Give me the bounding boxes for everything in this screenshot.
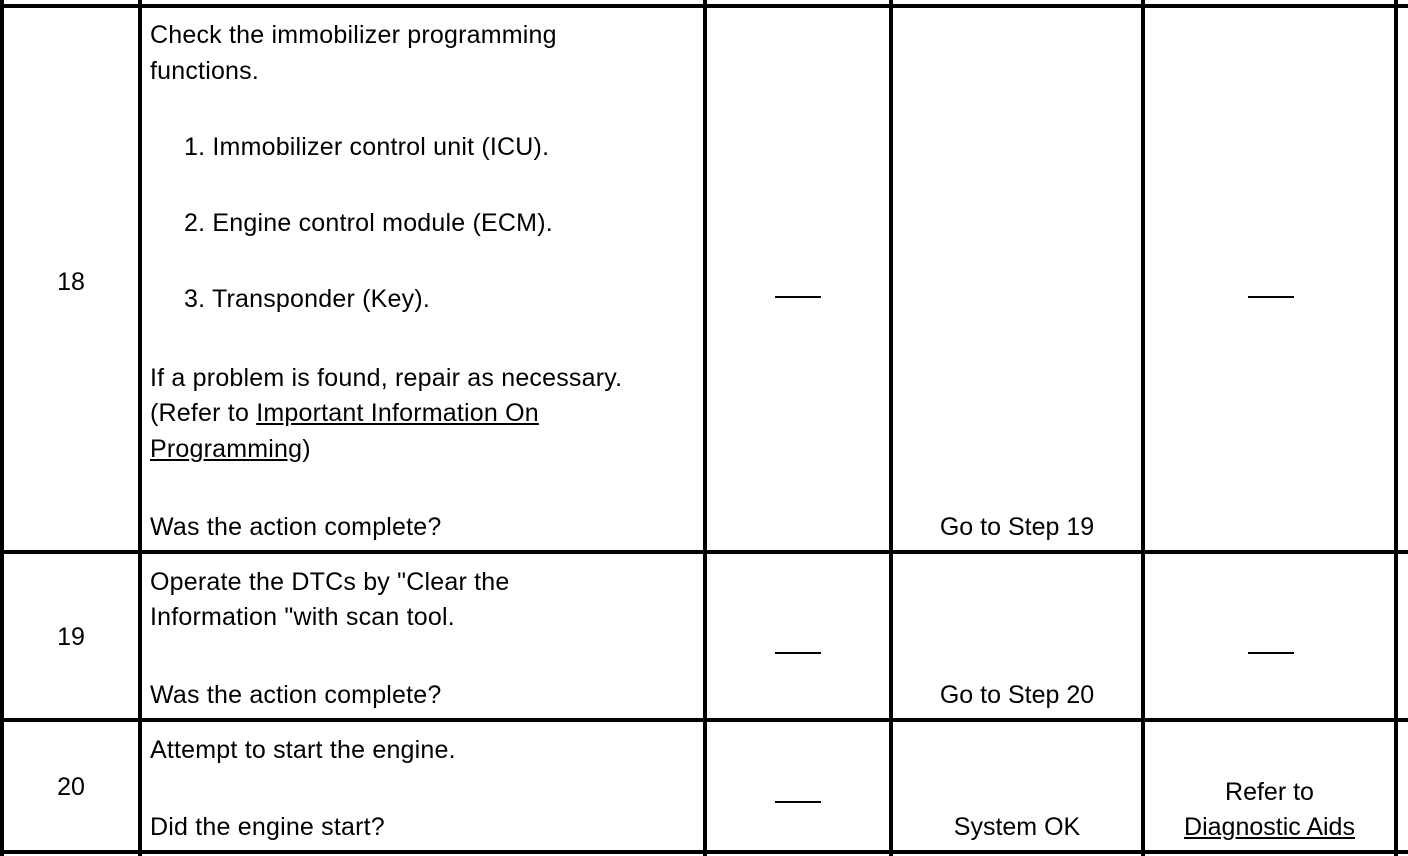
no-result-link-wrap: Diagnostic Aids (1145, 810, 1394, 845)
question-text: Was the action complete? (150, 513, 442, 541)
important-info-link[interactable]: Important Information On (256, 399, 539, 427)
grid-vline (138, 0, 142, 856)
value-dash (775, 296, 821, 298)
value-dash (775, 801, 821, 803)
grid-hline (0, 4, 1408, 8)
no-dash (1248, 652, 1294, 654)
action-text: Check the immobilizer programming (150, 21, 557, 49)
yes-result: Go to Step 20 (939, 681, 1095, 709)
list-item: 3. Transponder (Key). (184, 285, 430, 313)
no-result-prefix: Refer to (1225, 778, 1314, 806)
value-dash (775, 652, 821, 654)
action-text: Operate the DTCs by "Clear the (150, 568, 510, 596)
diagnostic-aids-link[interactable]: Diagnostic Aids (1184, 813, 1355, 841)
refer-suffix: ) (302, 435, 311, 463)
grid-hline (0, 850, 1408, 854)
action-text: Attempt to start the engine. (150, 736, 456, 764)
grid-vline (1394, 0, 1398, 856)
grid-vline (703, 0, 707, 856)
refer-line: (Refer to Important Information On (150, 396, 539, 431)
question-text: Did the engine start? (150, 813, 385, 841)
refer-prefix: (Refer to (150, 399, 257, 427)
action-text: If a problem is found, repair as necessa… (150, 364, 623, 392)
grid-hline (0, 718, 1408, 722)
step-number: 19 (57, 623, 85, 651)
yes-result: Go to Step 19 (939, 513, 1095, 541)
no-dash (1248, 296, 1294, 298)
action-text: functions. (150, 57, 260, 85)
question-text: Was the action complete? (150, 681, 442, 709)
step-number: 20 (57, 773, 85, 801)
yes-result: System OK (953, 813, 1081, 841)
grid-vline (1141, 0, 1145, 856)
grid-vline (889, 0, 893, 856)
list-item: 2. Engine control module (ECM). (184, 209, 553, 237)
grid-hline (0, 550, 1408, 554)
programming-link[interactable]: Programming (150, 435, 303, 463)
list-item: 1. Immobilizer control unit (ICU). (184, 133, 550, 161)
step-number: 18 (57, 268, 85, 296)
refer-line: Programming) (150, 432, 311, 467)
grid-vline (0, 0, 4, 856)
action-text: Information "with scan tool. (150, 603, 455, 631)
